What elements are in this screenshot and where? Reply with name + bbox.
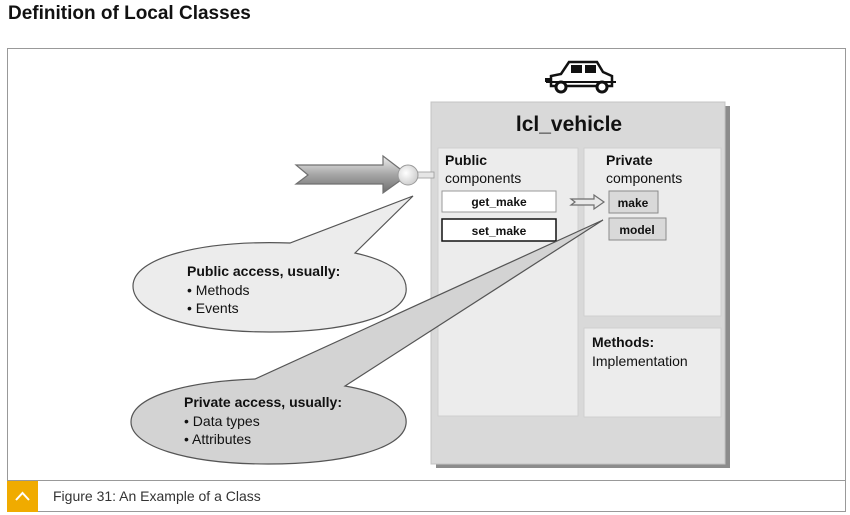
attribute-make[interactable] bbox=[608, 190, 659, 214]
chevron-up-icon bbox=[15, 491, 30, 501]
implementation-section bbox=[583, 327, 722, 418]
public-callout-item: • Events bbox=[187, 300, 239, 316]
external-access-arrow-icon bbox=[294, 154, 435, 195]
method-set-make[interactable] bbox=[441, 218, 557, 242]
caption-toggle-button[interactable] bbox=[7, 481, 38, 512]
page-title: Definition of Local Classes bbox=[8, 3, 251, 24]
public-callout-title: Public access, usually: bbox=[187, 263, 340, 279]
figure-caption-bar: Figure 31: An Example of a Class bbox=[7, 480, 846, 512]
private-callout-title: Private access, usually: bbox=[184, 394, 342, 410]
private-section-subtitle: components bbox=[606, 170, 682, 186]
implementation-title: Methods: bbox=[592, 334, 654, 350]
method-get-make[interactable] bbox=[441, 190, 557, 213]
access-arrow-icon bbox=[569, 193, 606, 211]
figure-caption: Figure 31: An Example of a Class bbox=[53, 488, 261, 504]
private-callout-item: • Data types bbox=[184, 413, 260, 429]
public-section bbox=[437, 147, 579, 417]
public-access-callout bbox=[132, 195, 414, 333]
public-section-title: Public bbox=[445, 152, 487, 168]
private-access-callout bbox=[130, 219, 604, 465]
implementation-subtitle: Implementation bbox=[592, 353, 688, 369]
method-label: get_make bbox=[471, 195, 527, 209]
class-name: lcl_vehicle bbox=[516, 113, 622, 136]
attribute-label: make bbox=[618, 196, 649, 210]
public-callout-item: • Methods bbox=[187, 282, 250, 298]
public-section-subtitle: components bbox=[445, 170, 521, 186]
attribute-label: model bbox=[619, 223, 654, 237]
attribute-model[interactable] bbox=[608, 217, 667, 241]
private-section-title: Private bbox=[606, 152, 653, 168]
private-callout-item: • Attributes bbox=[184, 431, 251, 447]
method-label: set_make bbox=[472, 224, 527, 238]
vintage-car-icon bbox=[545, 60, 616, 94]
